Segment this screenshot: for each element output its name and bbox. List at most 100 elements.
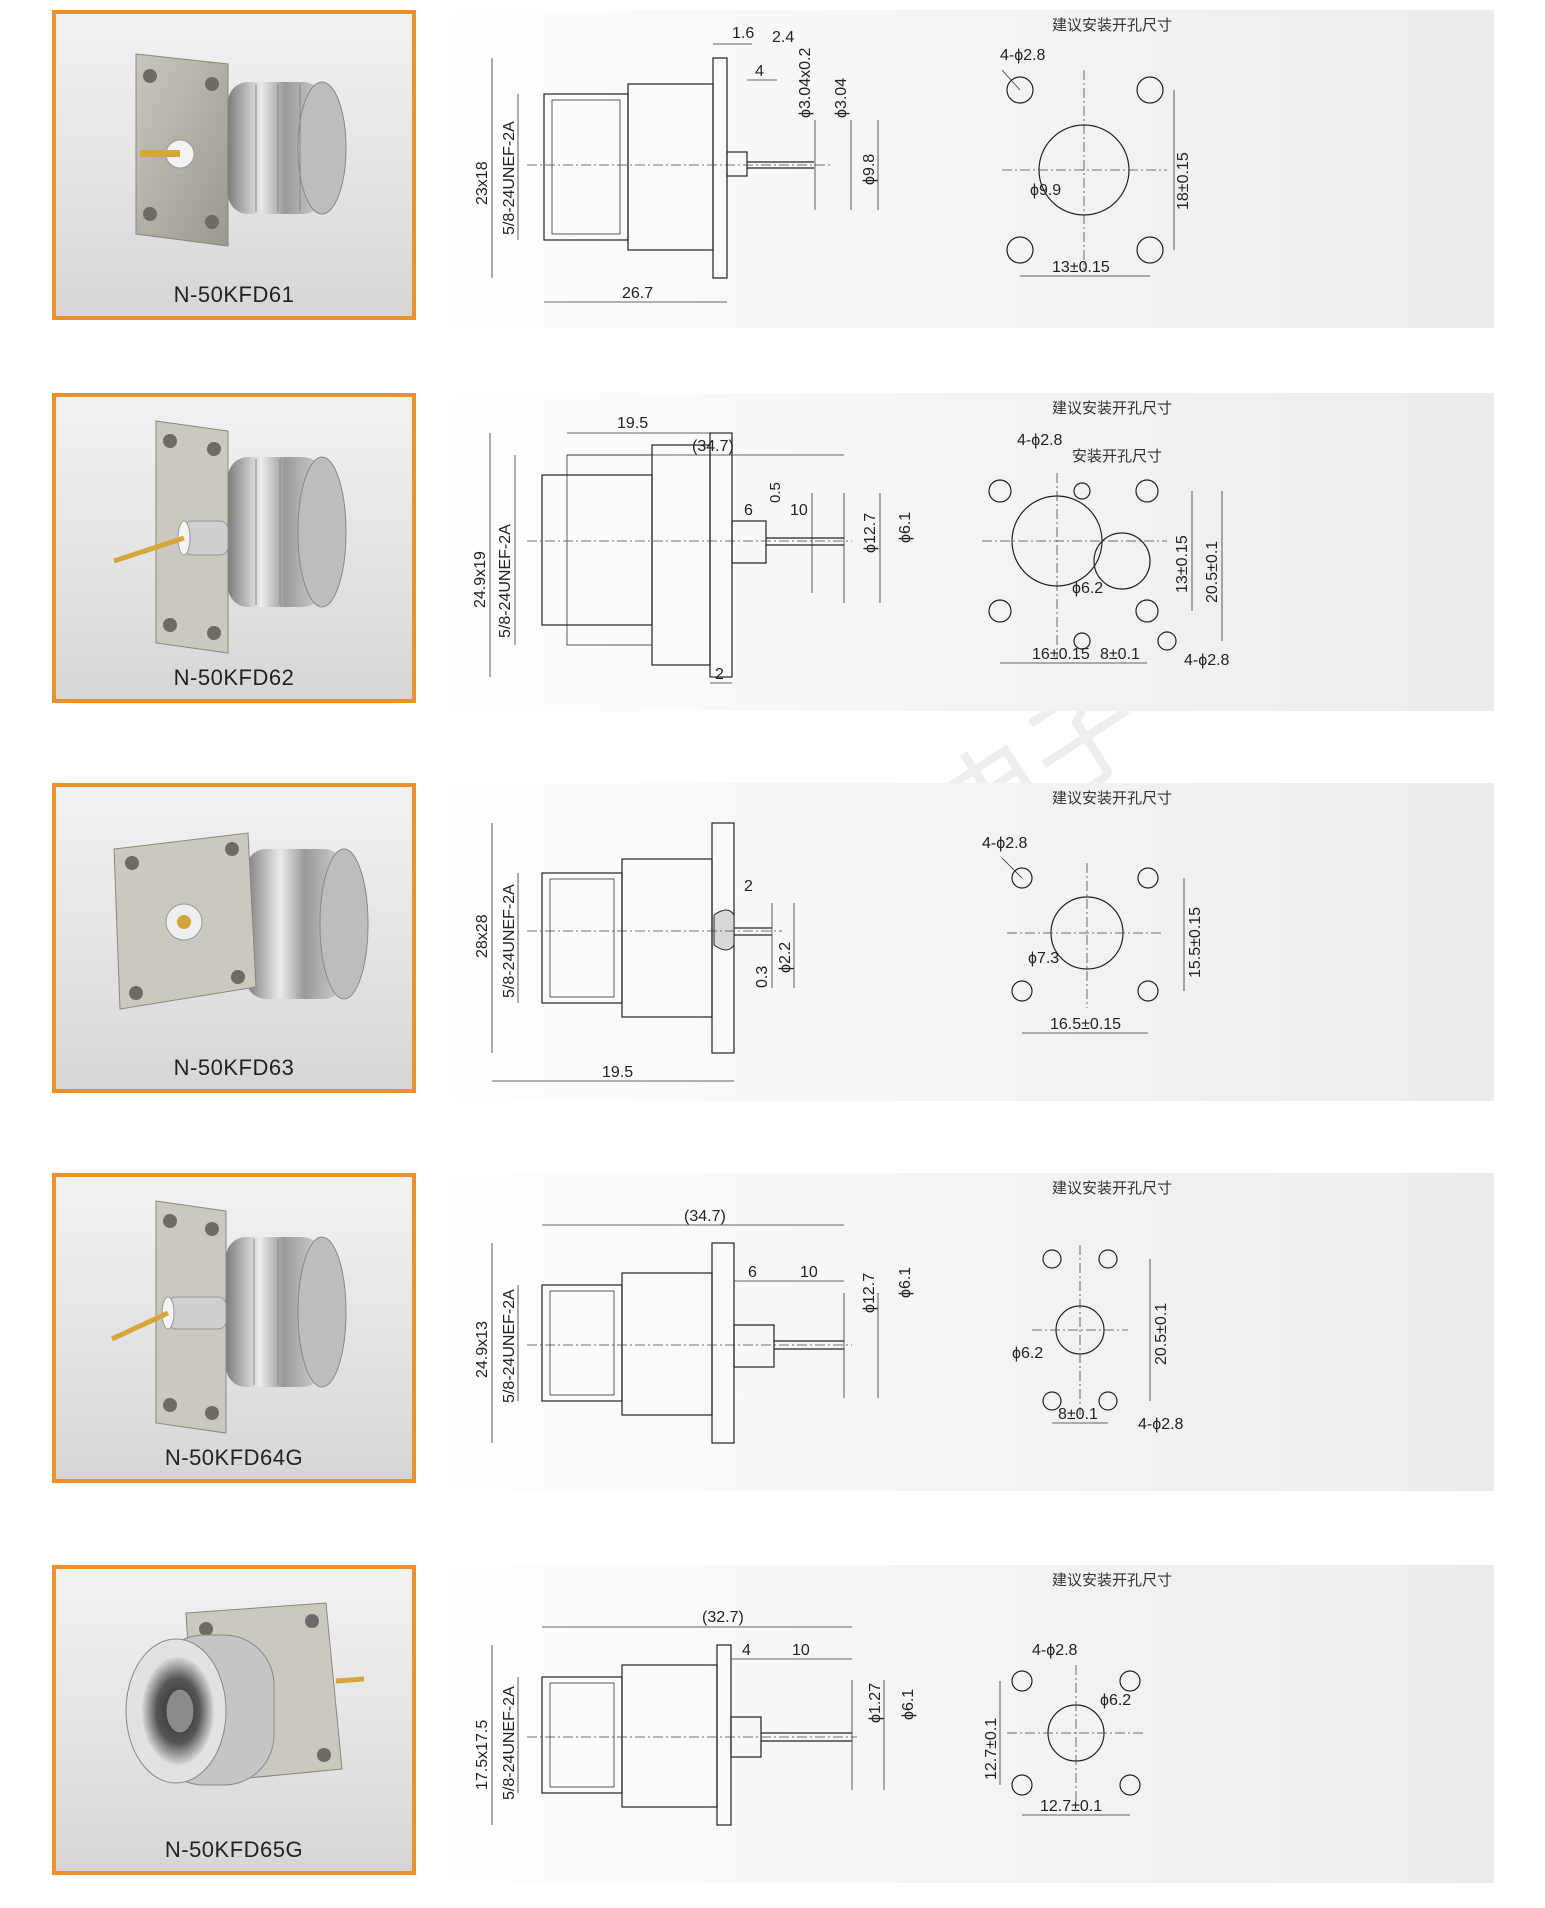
dim-label: 10 — [800, 1264, 818, 1281]
dim-label: 26.7 — [622, 285, 653, 302]
dim-label: 2 — [715, 666, 724, 683]
dim-label: 1.6 — [732, 25, 754, 42]
product-row-n50kfd62: N-50KFD62 19.5 (34.7) — [52, 393, 1494, 711]
dimension-drawing-panel: 19.5 (34.7) 0.5 6 10 ϕ12.7 ϕ6.1 24.9x19 … — [432, 393, 1494, 711]
dim-label: 13±0.15 — [1052, 259, 1110, 276]
product-row-n50kfd64g: N-50KFD64G (34.7) 6 10 ϕ12.7 — [52, 1173, 1494, 1491]
dim-label: 4-ϕ2.8 — [1032, 1642, 1078, 1659]
dim-label: 4-ϕ2.8 — [1138, 1416, 1184, 1433]
dim-label: 2 — [744, 878, 753, 895]
dimension-drawing-panel: (32.7) 4 10 ϕ1.27 ϕ6.1 17.5x17.5 5/8-24U… — [432, 1565, 1494, 1883]
model-label: N-50KFD63 — [173, 1055, 295, 1080]
model-label: N-50KFD65G — [164, 1837, 304, 1862]
cutout-title: 建议安装开孔尺寸 — [1052, 399, 1172, 417]
dim-label: 4-ϕ2.8 — [1000, 47, 1046, 64]
cutout-title: 建议安装开孔尺寸 — [1052, 1571, 1172, 1589]
dim-label: ϕ6.2 — [1012, 1345, 1043, 1362]
cutout-view — [982, 473, 1223, 664]
dim-label: 4-ϕ2.8 — [982, 835, 1028, 852]
dim-label: 8±0.1 — [1100, 646, 1140, 663]
cutout-title: 建议安装开孔尺寸 — [1052, 1179, 1172, 1197]
dim-label: 6 — [748, 1264, 757, 1281]
dim-label: 4 — [742, 1642, 751, 1659]
dim-label: ϕ2.2 — [777, 942, 794, 973]
dim-label: 20.5±0.1 — [1153, 1303, 1170, 1365]
dim-label: 24.9x13 — [474, 1321, 491, 1378]
dim-label: 6 — [744, 502, 753, 519]
dim-label: 0.5 — [767, 482, 784, 503]
side-view — [491, 1626, 885, 1826]
dim-label: 2.4 — [772, 29, 794, 46]
dimension-drawing: 28x28 5/8-24UNEF-2A 2 0.3 ϕ2.2 19.5 建议安装… — [474, 789, 1204, 1082]
product-photo-card: N-50KFD65G — [52, 1565, 416, 1875]
side-view — [491, 1224, 879, 1444]
dim-label: 28x28 — [474, 914, 491, 958]
dim-label: 5/8-24UNEF-2A — [501, 884, 518, 998]
dimension-drawing: 1.6 2.4 4 ϕ3.04x0.2 ϕ3.04 ϕ9.8 23x18 5/8… — [474, 16, 1192, 303]
dim-label: ϕ1.27 — [867, 1683, 884, 1723]
product-photo-card: N-50KFD61 — [52, 10, 416, 320]
dim-label: 20.5±0.1 — [1204, 541, 1221, 603]
product-row-n50kfd61: N-50KFD61 1.6 2.4 — [52, 10, 1494, 328]
dim-label: 19.5 — [617, 415, 648, 432]
dimension-drawing-panel: (34.7) 6 10 ϕ12.7 ϕ6.1 24.9x13 5/8-24UNE… — [432, 1173, 1494, 1491]
dim-label: ϕ6.1 — [897, 1267, 914, 1298]
dim-label: ϕ3.04x0.2 — [797, 48, 814, 118]
dim-label: ϕ3.04 — [833, 78, 850, 118]
product-photo-card: N-50KFD63 — [52, 783, 416, 1093]
dimension-drawing: (32.7) 4 10 ϕ1.27 ϕ6.1 17.5x17.5 5/8-24U… — [474, 1571, 1172, 1826]
dimension-drawing-panel: 1.6 2.4 4 ϕ3.04x0.2 ϕ3.04 ϕ9.8 23x18 5/8… — [432, 10, 1494, 328]
cutout-title: 建议安装开孔尺寸 — [1052, 789, 1172, 807]
product-row-n50kfd65g: N-50KFD65G (32.7) 4 10 ϕ1.27 — [52, 1565, 1494, 1883]
dim-label: (32.7) — [702, 1609, 744, 1626]
dim-label: 5/8-24UNEF-2A — [497, 524, 514, 638]
dim-label: 4 — [755, 63, 764, 80]
dim-label: 10 — [790, 502, 808, 519]
dim-label: 15.5±0.15 — [1187, 907, 1204, 978]
dim-label: ϕ9.8 — [861, 154, 878, 185]
side-view — [489, 432, 881, 684]
model-label: N-50KFD61 — [173, 282, 295, 307]
dim-label: 5/8-24UNEF-2A — [501, 121, 518, 235]
connector-photo — [125, 1602, 365, 1786]
dim-label: 19.5 — [602, 1064, 633, 1081]
dim-label: ϕ9.9 — [1030, 182, 1061, 199]
product-row-n50kfd63: N-50KFD63 28x28 5/8-24UNEF-2A 2 0.3 ϕ — [52, 783, 1494, 1101]
dim-label: ϕ7.3 — [1028, 950, 1059, 967]
connector-photo — [113, 420, 347, 654]
cutout-view — [999, 1665, 1146, 1816]
dim-label: 4-ϕ2.8 — [1184, 652, 1230, 669]
dim-label: 5/8-24UNEF-2A — [501, 1289, 518, 1403]
dim-label: 16±0.15 — [1032, 646, 1090, 663]
dim-label: 0.3 — [754, 966, 771, 988]
dim-label: 18±0.15 — [1175, 152, 1192, 210]
dim-label: ϕ12.7 — [862, 513, 879, 553]
side-view — [491, 43, 879, 303]
dim-label: 24.9x19 — [472, 551, 489, 608]
dim-label: 12.7±0.1 — [983, 1718, 1000, 1780]
dim-label: (34.7) — [692, 438, 734, 455]
dim-label: 16.5±0.15 — [1050, 1016, 1121, 1033]
dim-label: 17.5x17.5 — [474, 1720, 491, 1790]
dim-label: ϕ6.1 — [900, 1689, 917, 1720]
dim-label: 12.7±0.1 — [1040, 1798, 1102, 1815]
cutout-view — [1001, 857, 1185, 1034]
cutout-title: 建议安装开孔尺寸 — [1052, 16, 1172, 34]
dimension-drawing: 19.5 (34.7) 0.5 6 10 ϕ12.7 ϕ6.1 24.9x19 … — [472, 399, 1230, 684]
model-label: N-50KFD62 — [173, 665, 295, 690]
dim-label: 5/8-24UNEF-2A — [501, 1686, 518, 1800]
dim-label: 4-ϕ2.8 — [1017, 432, 1063, 449]
side-view — [491, 822, 795, 1082]
dim-label: 10 — [792, 1642, 810, 1659]
dim-label: (34.7) — [684, 1208, 726, 1225]
product-photo-card: N-50KFD64G — [52, 1173, 416, 1483]
dim-label: ϕ6.1 — [897, 512, 914, 543]
cutout-view — [1032, 1245, 1151, 1424]
connector-photo — [113, 832, 369, 1010]
model-label: N-50KFD64G — [164, 1445, 304, 1470]
product-photo-card: N-50KFD62 — [52, 393, 416, 703]
dim-label: 8±0.1 — [1058, 1406, 1098, 1423]
dim-label: 23x18 — [474, 161, 491, 205]
dimension-drawing-panel: 28x28 5/8-24UNEF-2A 2 0.3 ϕ2.2 19.5 建议安装… — [432, 783, 1494, 1101]
dim-label: ϕ6.2 — [1072, 580, 1103, 597]
